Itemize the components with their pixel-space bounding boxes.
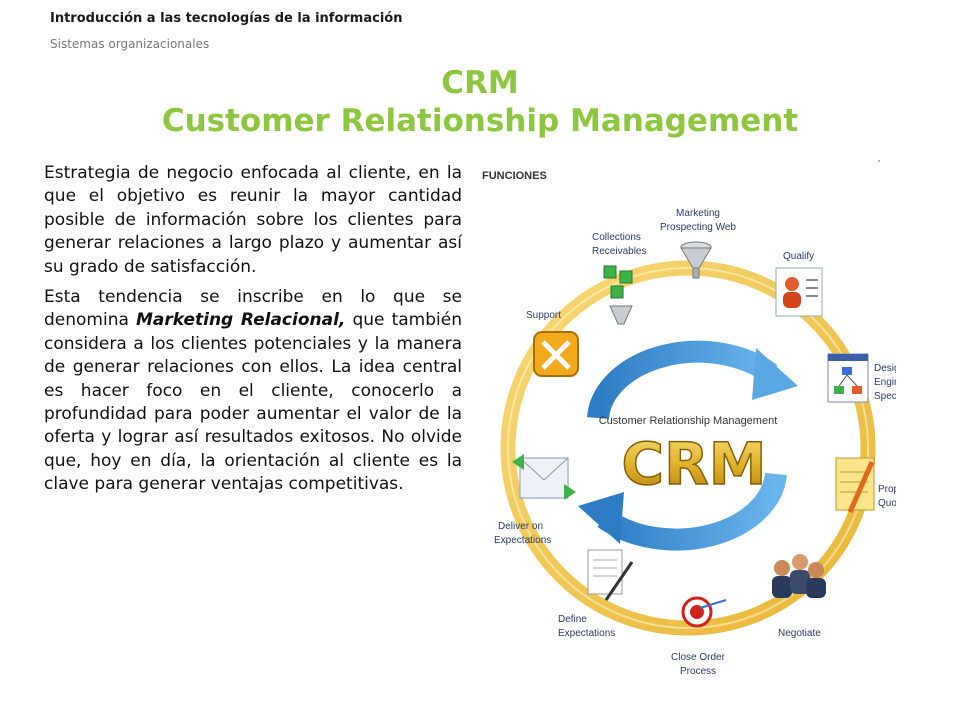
course-title: Introducción a las tecnologías de la inf… bbox=[50, 11, 403, 26]
page-title: CRM Customer Relationship Management bbox=[0, 64, 960, 140]
target-icon bbox=[681, 596, 727, 628]
diagram-heading: FUNCIONES bbox=[482, 170, 547, 182]
qualify-icon bbox=[775, 267, 823, 317]
stage-marketing-2: Prospecting Web bbox=[660, 222, 736, 233]
stage-close-1: Close Order bbox=[671, 652, 726, 663]
envelope-icon bbox=[512, 454, 576, 500]
funnel-icon bbox=[680, 241, 712, 279]
document-pen-icon bbox=[587, 549, 634, 601]
stage-negotiate: Negotiate bbox=[778, 628, 821, 639]
paragraph-2: Esta tendencia se inscribe en lo que se … bbox=[44, 286, 462, 497]
paragraph-2-start: Esta tendencia se inscribe en lo que se … bbox=[44, 287, 462, 331]
tools-icon bbox=[533, 331, 579, 377]
center-label: Customer Relationship Management bbox=[599, 415, 778, 427]
stage-deliver-1: Deliver on bbox=[498, 521, 543, 532]
title-full: Customer Relationship Management bbox=[161, 103, 799, 139]
paragraph-1: Estrategia de negocio enfocada al client… bbox=[44, 163, 462, 277]
stage-close-2: Process bbox=[680, 666, 716, 677]
stage-collections-2: Receivables bbox=[592, 246, 646, 257]
marketing-relacional-term: Marketing Relacional, bbox=[136, 310, 346, 331]
stage-deliver-2: Expectations bbox=[494, 535, 551, 546]
paragraph-2-end: que también considera a los clientes pot… bbox=[44, 310, 462, 495]
crm-logo: CRM bbox=[622, 430, 767, 498]
stage-define-2: Expectations bbox=[558, 628, 615, 639]
section-title: Sistemas organizacionales bbox=[50, 37, 210, 51]
stage-collections-1: Collections bbox=[592, 232, 641, 243]
notepad-icon bbox=[835, 457, 875, 514]
stage-design-3: Specify bbox=[874, 391, 896, 402]
body-text: Estrategia de negocio enfocada al client… bbox=[44, 162, 462, 504]
stage-propose-2: Quote bbox=[878, 498, 896, 509]
crm-functions-diagram: FUNCIONES Customer Relationship Manageme… bbox=[482, 160, 896, 677]
design-icon bbox=[827, 353, 869, 403]
stage-design-2: Engineer bbox=[874, 377, 896, 388]
stage-marketing-1: Marketing bbox=[676, 208, 720, 219]
stage-define-1: Define bbox=[558, 614, 587, 625]
stage-propose-1: Propose bbox=[878, 484, 896, 495]
people-icon bbox=[772, 554, 826, 598]
money-icon bbox=[603, 265, 633, 325]
stage-support: Support bbox=[526, 310, 561, 321]
cycle-arrows bbox=[578, 340, 798, 551]
title-acronym: CRM bbox=[441, 65, 519, 101]
stage-qualify: Qualify bbox=[783, 251, 814, 262]
stage-design-1: Design bbox=[874, 363, 896, 374]
